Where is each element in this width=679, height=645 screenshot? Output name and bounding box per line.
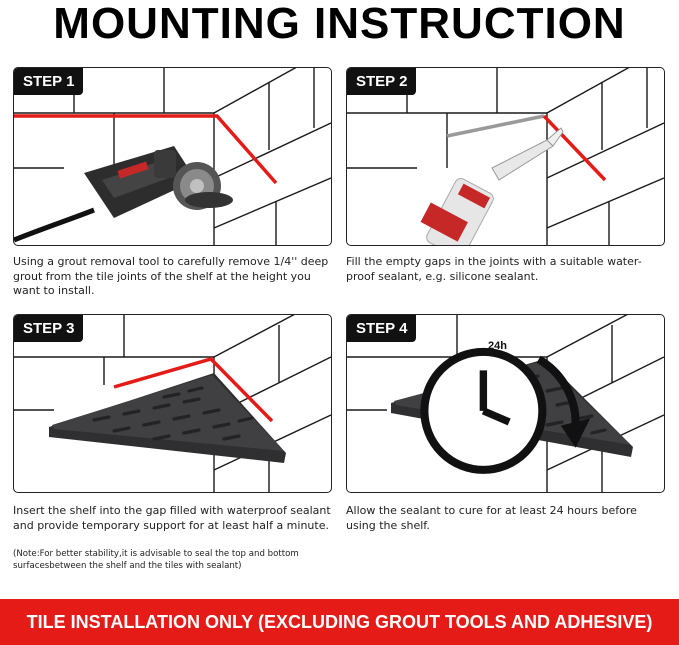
- step-2-badge: STEP 2: [347, 68, 417, 95]
- step-1-illustration: [14, 68, 331, 245]
- step-4-badge: STEP 4: [347, 315, 417, 342]
- timer-label: 24h: [488, 340, 507, 352]
- footer-banner: TILE INSTALLATION ONLY (EXCLUDING GROUT …: [0, 599, 679, 645]
- step-1-panel: STEP 1: [13, 67, 332, 246]
- step-1-description: Using a grout removal tool to carefully …: [13, 255, 329, 297]
- corner-shelf-icon: [49, 373, 286, 463]
- step-4-panel: 24h STEP 4: [346, 314, 665, 493]
- step-4-description: Allow the sealant to cure for at least 2…: [346, 504, 637, 532]
- step-3-note: (Note:For better stability,it is advisab…: [13, 549, 299, 571]
- step-3-description: Insert the shelf into the gap filled wit…: [13, 504, 331, 532]
- step-2-description: Fill the empty gaps in the joints with a…: [346, 255, 642, 283]
- step-3-illustration: [14, 315, 331, 492]
- step-1-badge: STEP 1: [14, 68, 84, 95]
- page-title: MOUNTING INSTRUCTION: [53, 0, 626, 48]
- step-2-panel: STEP 2: [346, 67, 665, 246]
- angle-grinder-icon: [14, 146, 233, 243]
- step-3-panel: STEP 3: [13, 314, 332, 493]
- step-3-badge: STEP 3: [14, 315, 84, 342]
- step-2-illustration: [347, 68, 664, 245]
- caulk-gun-icon: [420, 127, 564, 245]
- clock-timer-icon: [420, 347, 591, 474]
